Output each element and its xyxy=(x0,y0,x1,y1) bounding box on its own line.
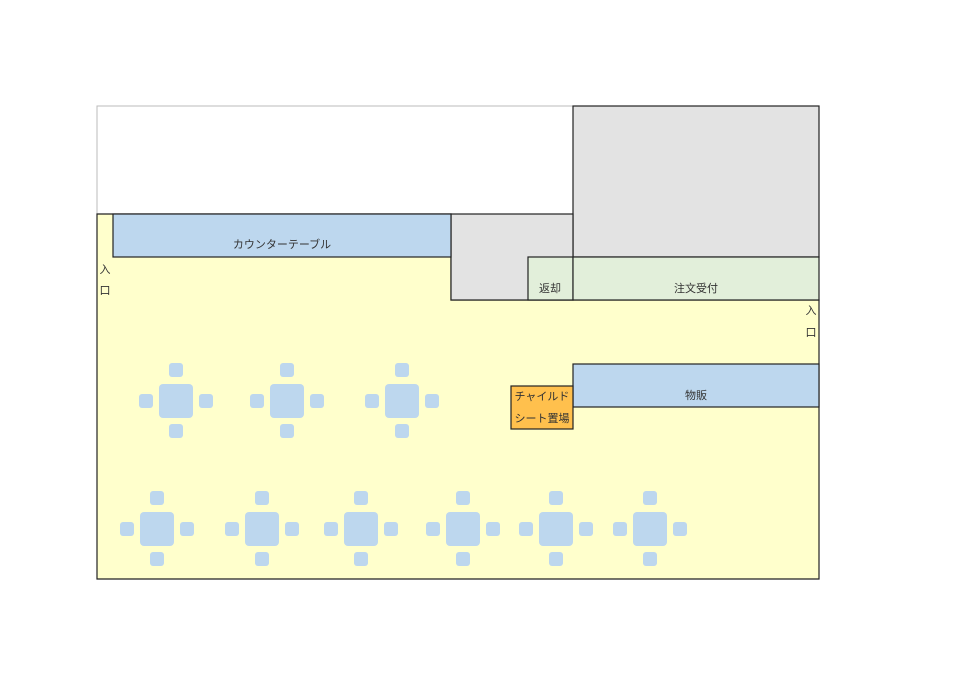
table xyxy=(140,512,174,546)
chair xyxy=(384,522,398,536)
chair xyxy=(354,552,368,566)
chair xyxy=(180,522,194,536)
chair xyxy=(365,394,379,408)
merchandise-label: 物販 xyxy=(685,388,707,402)
chair xyxy=(139,394,153,408)
table-set xyxy=(120,491,194,566)
table xyxy=(539,512,573,546)
top-area xyxy=(96,105,574,215)
order-reception-label: 注文受付 xyxy=(674,281,718,295)
dining-tables xyxy=(120,363,687,566)
entrance-right-char1: 入 xyxy=(806,304,817,317)
chair xyxy=(280,363,294,377)
chair xyxy=(395,424,409,438)
counter-table-label: カウンターテーブル xyxy=(233,237,331,251)
kitchen-area-upper xyxy=(572,105,820,258)
table xyxy=(385,384,419,418)
chair xyxy=(643,491,657,505)
chair xyxy=(150,491,164,505)
table-set xyxy=(225,491,299,566)
table xyxy=(159,384,193,418)
chair xyxy=(673,522,687,536)
chair xyxy=(310,394,324,408)
table xyxy=(270,384,304,418)
table-set xyxy=(426,491,500,566)
table xyxy=(633,512,667,546)
chair xyxy=(255,552,269,566)
table-set xyxy=(519,491,593,566)
chair xyxy=(519,522,533,536)
entrance-left-char1: 入 xyxy=(100,263,111,276)
child-seat-storage xyxy=(510,385,574,430)
chair xyxy=(225,522,239,536)
chair xyxy=(579,522,593,536)
table-set xyxy=(365,363,439,438)
entrance-left-char2: 口 xyxy=(100,284,111,297)
chair xyxy=(425,394,439,408)
table-set xyxy=(324,491,398,566)
chair xyxy=(456,552,470,566)
chair xyxy=(250,394,264,408)
return-area xyxy=(527,256,574,301)
chair xyxy=(354,491,368,505)
table-set xyxy=(139,363,213,438)
counter-table xyxy=(112,213,452,258)
chair xyxy=(549,491,563,505)
chair xyxy=(255,491,269,505)
table xyxy=(245,512,279,546)
chair xyxy=(150,552,164,566)
table-set xyxy=(613,491,687,566)
chair xyxy=(169,363,183,377)
chair xyxy=(643,552,657,566)
chair xyxy=(613,522,627,536)
chair xyxy=(426,522,440,536)
chair xyxy=(280,424,294,438)
order-reception-area xyxy=(572,256,820,301)
chair xyxy=(456,491,470,505)
chair xyxy=(324,522,338,536)
table xyxy=(344,512,378,546)
table-set xyxy=(250,363,324,438)
chair xyxy=(549,552,563,566)
child-seat-label-line1: チャイルド xyxy=(515,390,570,403)
chair xyxy=(120,522,134,536)
chair xyxy=(169,424,183,438)
chair xyxy=(486,522,500,536)
child-seat-label-line2: シート置場 xyxy=(515,412,570,425)
return-label: 返却 xyxy=(539,282,561,295)
entrance-right-char2: 口 xyxy=(806,326,817,339)
chair xyxy=(199,394,213,408)
table xyxy=(446,512,480,546)
chair xyxy=(285,522,299,536)
chair xyxy=(395,363,409,377)
